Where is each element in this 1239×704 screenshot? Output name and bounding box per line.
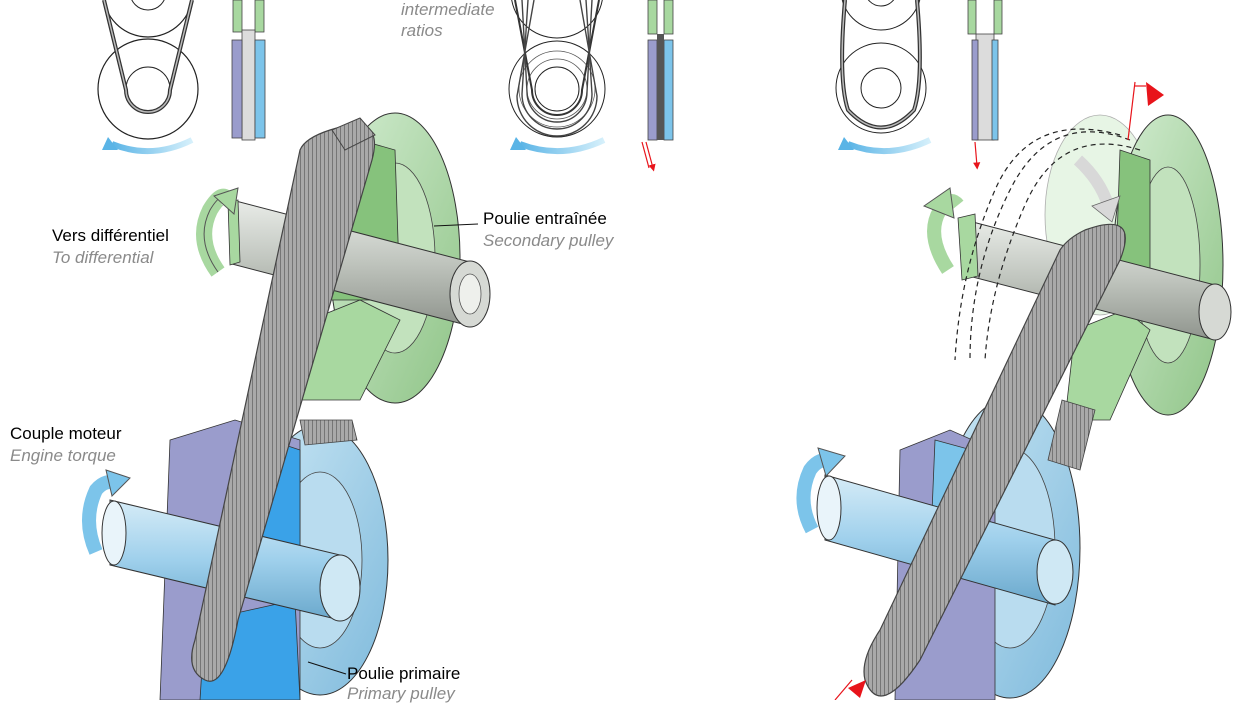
rotation-arrow-icon [817, 447, 846, 477]
red-flag-icon [1146, 82, 1164, 106]
secondary-pulley-label-en: Secondary pulley [483, 231, 614, 250]
rotation-arrow-icon [922, 187, 955, 219]
rotation-arrow-icon [518, 137, 606, 155]
schematic-low-ratio [97, 0, 266, 155]
rotation-arrow-icon [846, 137, 932, 155]
schematic-high-ratio [835, 0, 1003, 170]
intermediate-label-line2: ratios [401, 21, 443, 40]
primary-pulley-label-fr: Poulie primaire [347, 664, 461, 683]
differential-label-en: To differential [52, 248, 154, 267]
differential-label-fr: Vers différentiel [52, 226, 169, 245]
schematic-intermediate-ratios [508, 0, 674, 172]
right-cvt-assembly [796, 81, 1232, 700]
primary-pulley-label-en: Primary pulley [347, 684, 455, 703]
left-cvt-assembly [82, 112, 491, 700]
intermediate-label-line1: intermediate [401, 0, 495, 19]
rotation-arrow-icon [110, 137, 194, 155]
rotation-arrow-icon [213, 187, 239, 215]
belt-icon [863, 223, 1126, 697]
secondary-pulley-label-fr: Poulie entraînée [483, 209, 607, 228]
red-flag-icon [848, 680, 866, 698]
engine-torque-label-en: Engine torque [10, 446, 116, 465]
rotation-arrow-icon [105, 469, 131, 497]
engine-torque-label-fr: Couple moteur [10, 424, 122, 443]
